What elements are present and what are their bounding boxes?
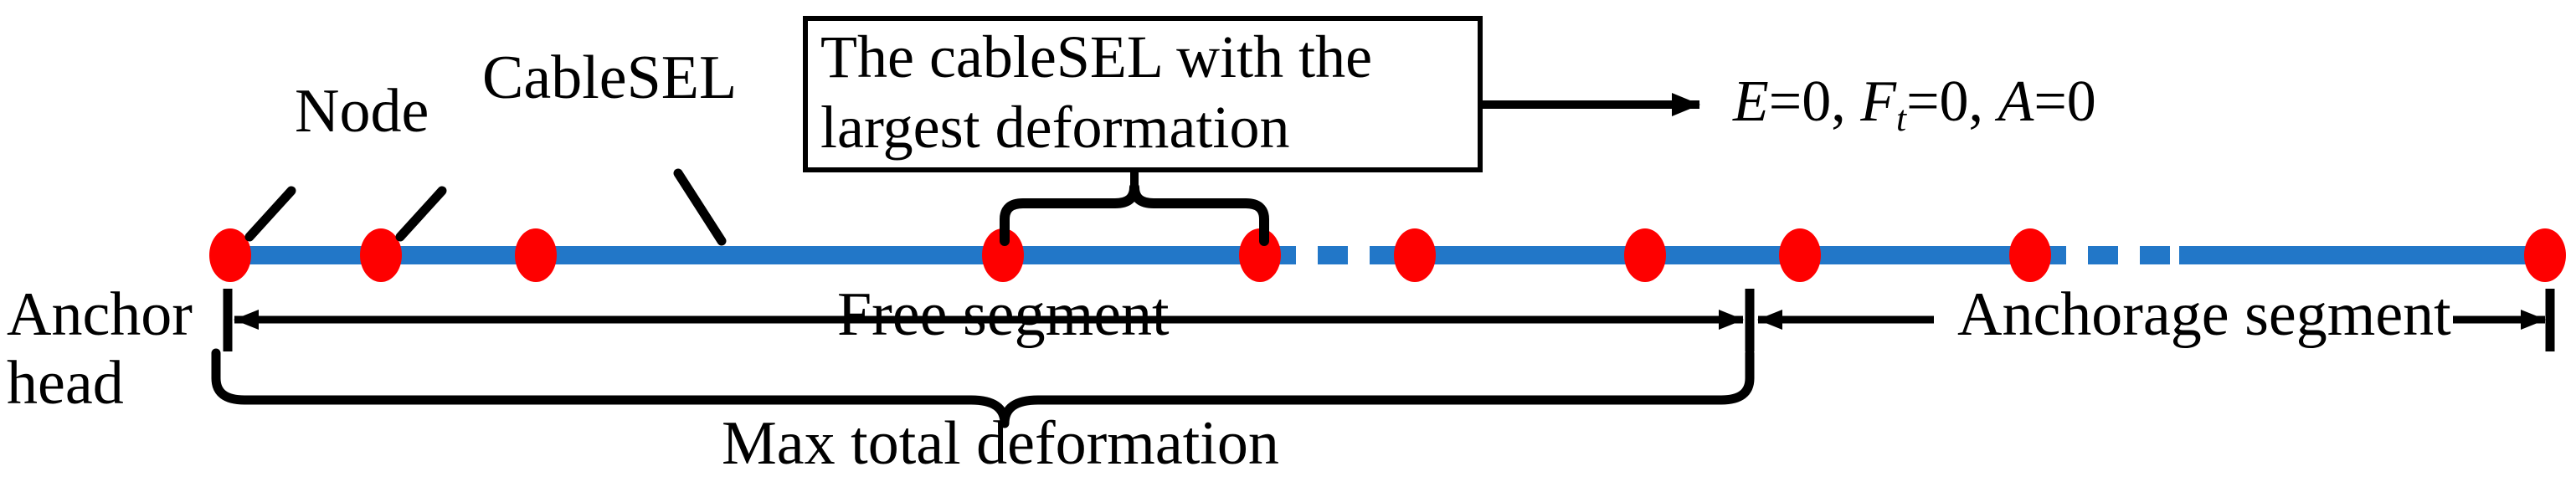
cable-nodes xyxy=(209,228,2566,282)
node-marker-6[interactable] xyxy=(1394,228,1436,282)
label-node: Node xyxy=(295,77,429,146)
formula-var-e: E xyxy=(1733,69,1769,134)
formula-sub-t: t xyxy=(1896,99,1907,140)
formula-eq-1: =0, xyxy=(1768,69,1861,134)
top-curly-brace xyxy=(1000,182,1269,246)
label-anchor-head-line-2: head xyxy=(7,349,124,418)
formula-eq-3: =0 xyxy=(2034,69,2096,134)
formula-var-a: A xyxy=(1998,69,2034,134)
node-marker-4[interactable] xyxy=(982,228,1024,282)
node-marker-9[interactable] xyxy=(2009,228,2051,282)
leader-line-node-2 xyxy=(395,186,447,242)
leader-line-cablesel xyxy=(673,168,727,246)
free-segment-dimension xyxy=(223,289,1755,351)
label-anchorage-segment: Anchorage segment xyxy=(1957,280,2451,349)
node-marker-10[interactable] xyxy=(2524,228,2566,282)
callout-box-line-2: largest deformation xyxy=(820,94,1290,161)
node-marker-2[interactable] xyxy=(360,228,402,282)
anchorage-segment-dimension xyxy=(1757,289,2555,351)
node-marker-1[interactable] xyxy=(209,228,251,282)
callout-box-line-1: The cableSEL with the xyxy=(820,23,1373,90)
formula-boundary-conditions: E=0, Ft=0, A=0 xyxy=(1733,69,2096,140)
label-max-total-deformation: Max total deformation xyxy=(722,409,1279,478)
node-marker-5[interactable] xyxy=(1239,228,1281,282)
leader-line-node-1 xyxy=(244,186,296,242)
node-marker-8[interactable] xyxy=(1779,228,1821,282)
node-marker-3[interactable] xyxy=(515,228,557,282)
label-anchor-head-line-1: Anchor xyxy=(7,280,193,349)
formula-var-f: F xyxy=(1860,69,1897,134)
node-marker-7[interactable] xyxy=(1624,228,1666,282)
label-free-segment: Free segment xyxy=(837,280,1170,349)
callout-box xyxy=(803,16,1483,172)
label-cable-sel: CableSEL xyxy=(482,44,738,112)
leader-lines xyxy=(244,168,727,246)
formula-eq-2: =0, xyxy=(1906,69,1998,134)
bottom-curly-brace xyxy=(211,348,1755,428)
